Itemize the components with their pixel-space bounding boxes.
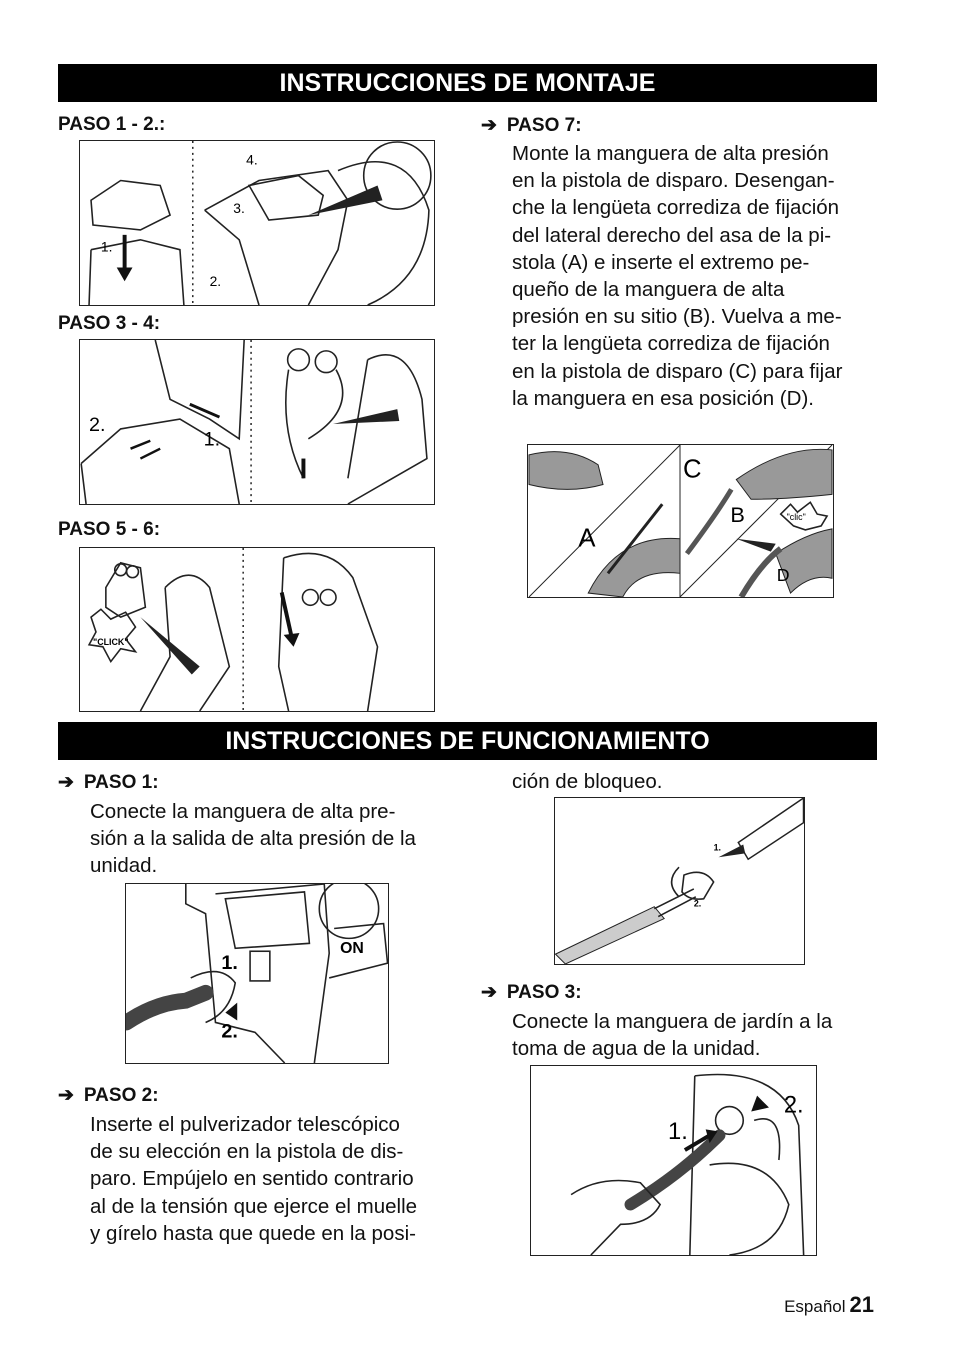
figure-op-step-1-illustration: ON 1. 2. (126, 884, 388, 1063)
op-step2-continuation-line: ción de bloqueo. (512, 770, 663, 793)
figure-step-7-illustration: A B C D "clic" (528, 445, 833, 597)
figure-op-step-3: 1. 2. (530, 1065, 817, 1256)
fig-op3-label-1: 1. (668, 1119, 688, 1145)
op-step2-line: de su elección en la pistola de dis- (90, 1140, 404, 1164)
step-label-3-4: PASO 3 - 4: (58, 313, 161, 334)
op-step1-label-text: PASO 1: (83, 772, 159, 793)
figure-step-1-2-illustration: 1. 2. 3. 4. (88, 141, 432, 305)
figure-step-3-4: 2. 1. (79, 339, 435, 505)
step-label-7: ➔ PASO 7: (481, 114, 582, 137)
step7-line: en la pistola de disparo (C) para fijar (512, 359, 843, 383)
fig7-label-c: C (683, 456, 702, 484)
arrow-bullet-icon: ➔ (58, 1085, 74, 1106)
step7-line: del lateral derecho del asa de la pi- (512, 223, 832, 247)
fig12-label-4: 4. (246, 152, 258, 168)
fig-op1-label-on: ON (340, 940, 364, 957)
op-step3-paragraph: Conecte la manguera de jardín a la toma … (512, 1008, 832, 1062)
page-number: 21 (849, 1292, 874, 1317)
fig7-label-b: B (730, 502, 744, 527)
step-label-5-6: PASO 5 - 6: (58, 519, 161, 540)
op-step2-line: Inserte el pulverizador telescópico (90, 1113, 400, 1136)
op-step-label-1: ➔ PASO 1: (58, 771, 159, 794)
fig56-click: "CLICK" (93, 637, 129, 647)
fig7-clic: "clic" (787, 512, 806, 522)
step7-line: la manguera en esa posición (D). (512, 386, 814, 410)
op-step2-line: y gírelo hasta que quede en la posi- (90, 1221, 416, 1245)
fig34-label-1: 1. (204, 429, 220, 451)
figure-op-step-2-illustration: 1. 2. (555, 798, 804, 964)
figure-step-3-4-illustration: 2. 1. (80, 340, 428, 504)
fig-op1-label-2: 2. (221, 1020, 237, 1042)
step7-line: presión en su sitio (B). Vuelva a me- (512, 305, 842, 329)
op-step-label-2: ➔ PASO 2: (58, 1084, 159, 1107)
figure-op-step-2: 1. 2. (554, 797, 805, 965)
fig7-label-a: A (578, 525, 596, 553)
op-step1-line: Conecte la manguera de alta pre- (90, 800, 396, 823)
op-step2-label-text: PASO 2: (83, 1085, 159, 1106)
fig12-label-3: 3. (233, 200, 245, 216)
figure-step-5-6: "CLICK" (79, 547, 435, 712)
op-step2-line: paro. Empújelo en sentido contrario (90, 1167, 414, 1191)
op-step2-paragraph: Inserte el pulverizador telescópico de s… (90, 1111, 417, 1247)
step7-line: queño de la manguera de alta (512, 278, 785, 302)
op-step2-line: al de la tensión que ejerce el muelle (90, 1194, 418, 1218)
arrow-bullet-icon: ➔ (481, 115, 497, 136)
op-step3-label-text: PASO 3: (506, 982, 582, 1003)
step7-paragraph: Monte la manguera de alta presión en la … (512, 140, 842, 412)
figure-op-step-1: ON 1. 2. (125, 883, 389, 1064)
section-title-operation: INSTRUCCIONES DE FUNCIONAMIENTO (58, 722, 877, 760)
op-step1-line: unidad. (90, 854, 158, 878)
step7-line: en la pistola de disparo. Desengan- (512, 169, 835, 193)
section-title-assembly: INSTRUCCIONES DE MONTAJE (58, 64, 877, 102)
fig-op2-label-1: 1. (714, 842, 721, 852)
fig12-label-1: 1. (101, 239, 113, 255)
op-step3-line: toma de agua de la unidad. (512, 1037, 761, 1061)
arrow-bullet-icon: ➔ (58, 772, 74, 793)
footer-language: Español (784, 1297, 846, 1316)
figure-op-step-3-illustration: 1. 2. (570, 1073, 805, 1255)
step7-label-text: PASO 7: (506, 115, 582, 136)
step7-line: Monte la manguera de alta presión (512, 142, 829, 165)
op-step1-paragraph: Conecte la manguera de alta pre- sión a … (90, 798, 416, 880)
fig-op2-label-2: 2. (694, 899, 701, 909)
fig12-label-2: 2. (210, 273, 222, 289)
step-label-1-2: PASO 1 - 2.: (58, 114, 166, 135)
op-step2-continuation: ción de bloqueo. (512, 768, 662, 795)
fig34-label-2: 2. (89, 414, 105, 436)
fig-op1-label-1: 1. (221, 952, 237, 974)
op-step-label-3: ➔ PASO 3: (481, 981, 582, 1004)
op-step1-line: sión a la salida de alta presión de la (90, 827, 416, 851)
op-step3-line: Conecte la manguera de jardín a la (512, 1010, 833, 1033)
figure-step-7: A B C D "clic" (527, 444, 834, 598)
fig7-label-d: D (777, 565, 790, 585)
fig-op3-label-2: 2. (784, 1093, 804, 1119)
step7-line: ter la lengüeta corrediza de fijación (512, 332, 830, 356)
step7-line: stola (A) e inserte el extremo pe- (512, 250, 810, 274)
arrow-bullet-icon: ➔ (481, 982, 497, 1003)
step7-line: che la lengüeta corrediza de fijación (512, 196, 840, 220)
figure-step-5-6-illustration: "CLICK" (87, 548, 379, 711)
figure-step-1-2: 1. 2. 3. 4. (79, 140, 435, 306)
